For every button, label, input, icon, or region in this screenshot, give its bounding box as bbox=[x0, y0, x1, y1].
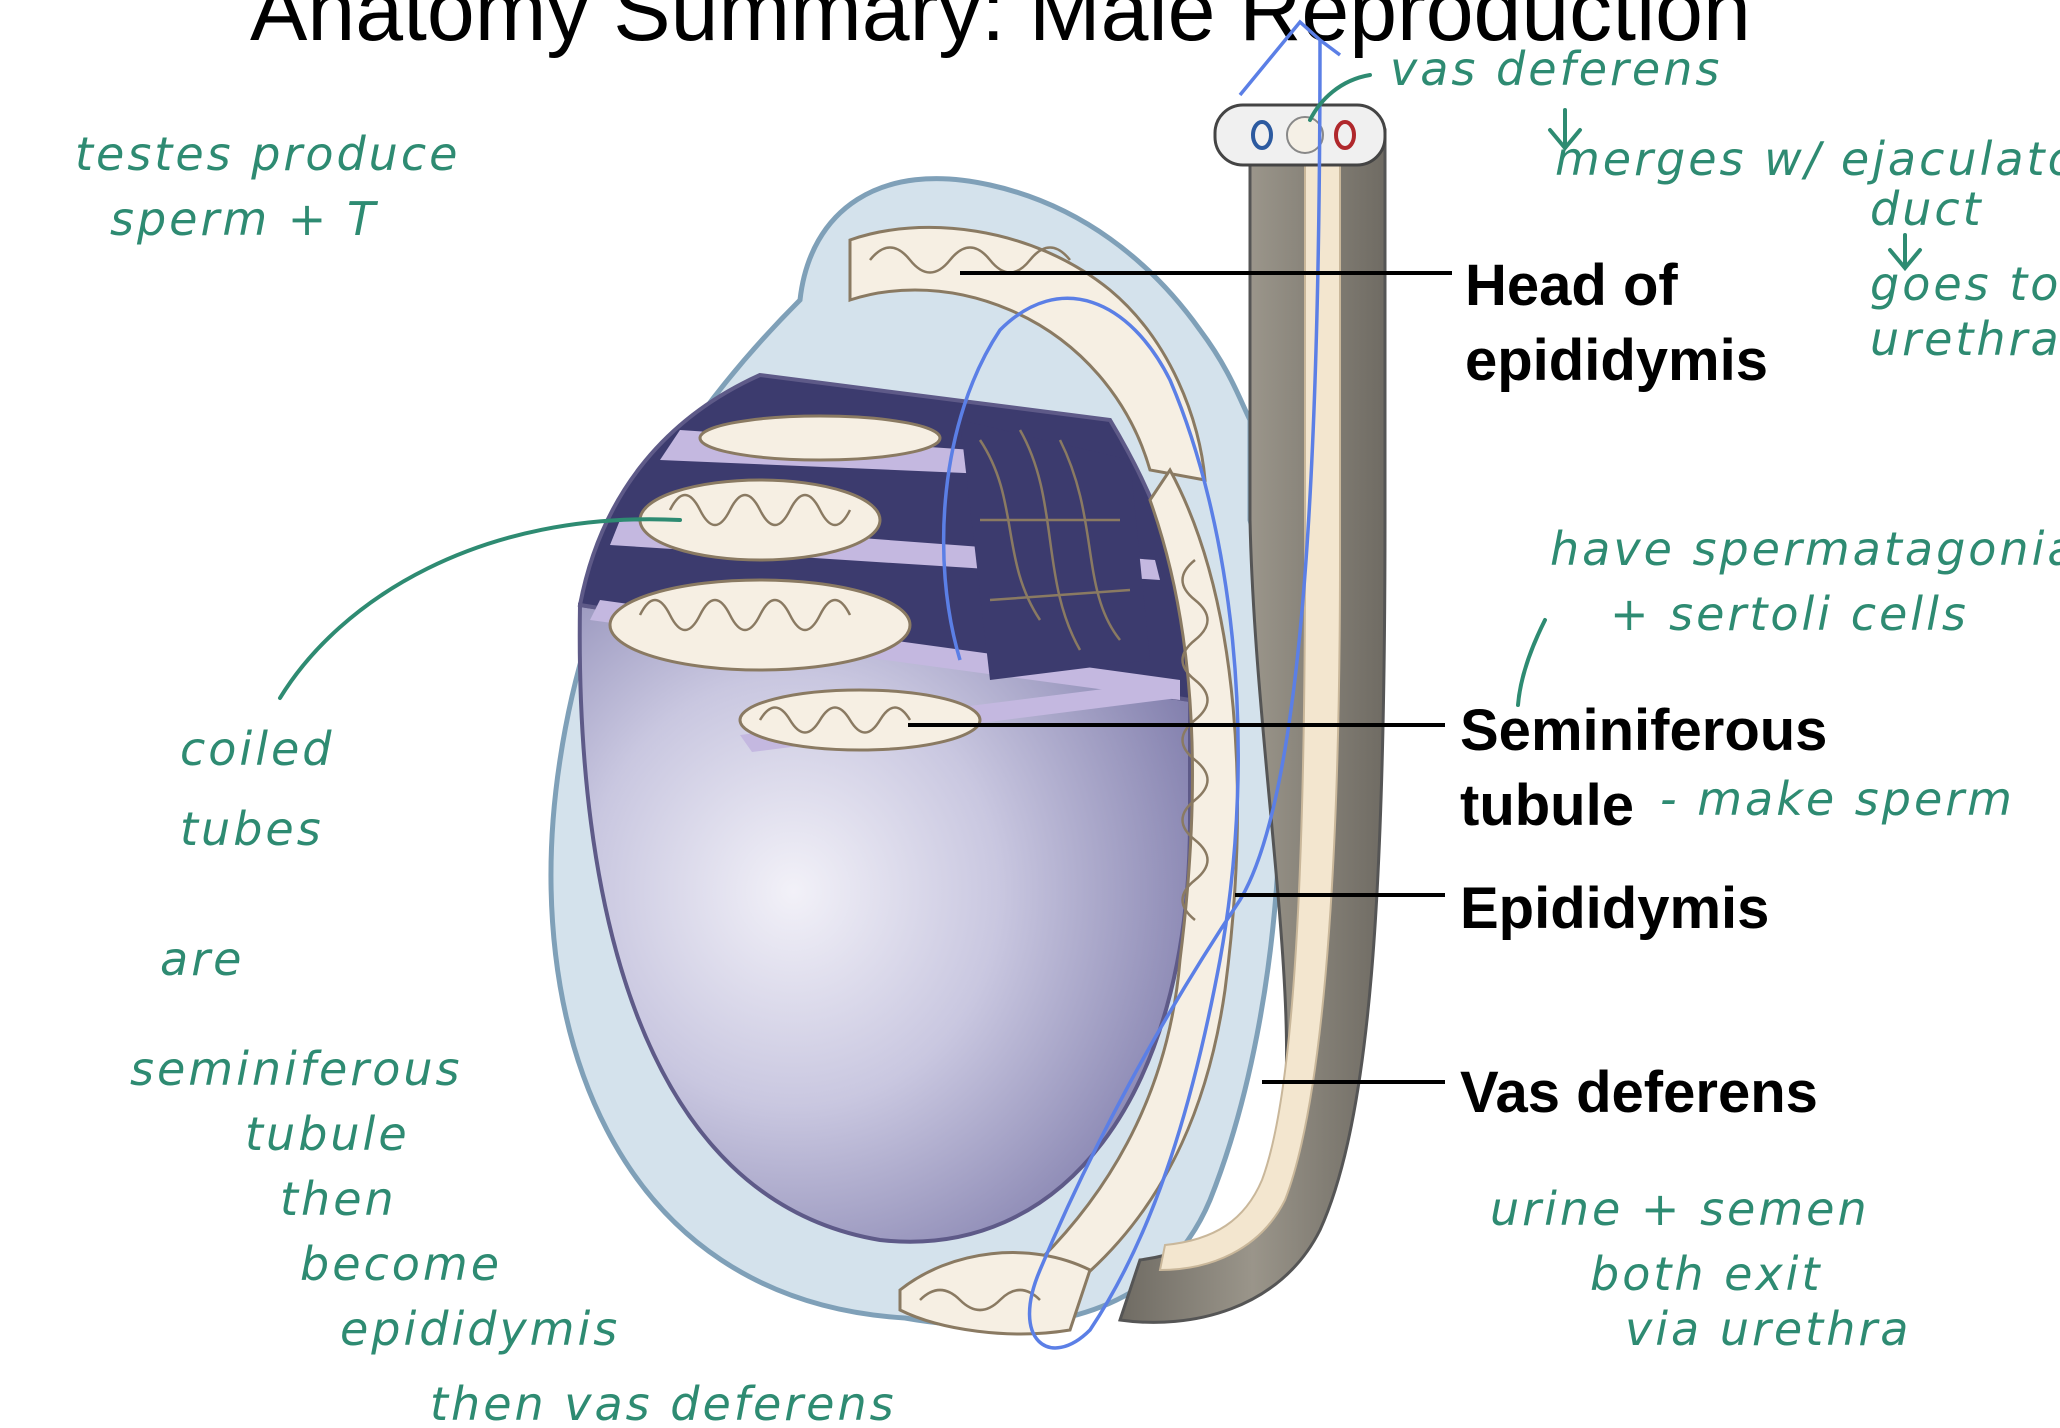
printed-labels: Head of epididymis Seminiferous tubule E… bbox=[1460, 253, 1827, 1125]
ink-arrow-down-1 bbox=[1548, 108, 1582, 152]
label-vas-deferens: Vas deferens bbox=[1460, 1060, 1818, 1125]
note-merges-2: duct bbox=[1870, 182, 1984, 236]
note-coiled-2: tubes bbox=[180, 802, 324, 856]
note-vas-deferens-top: vas deferens bbox=[1390, 42, 1722, 96]
note-are: are bbox=[160, 932, 244, 986]
note-seq-2: tubule bbox=[245, 1107, 410, 1161]
slide-title: Anatomy Summary: Male Reproduction bbox=[250, 0, 1751, 59]
note-urine-3: via urethra bbox=[1625, 1302, 1911, 1356]
seminiferous-tubule-coils bbox=[608, 414, 982, 752]
testis-illustration bbox=[548, 19, 1387, 1350]
handwritten-notes: vas deferens merges w/ ejaculatory duct … bbox=[75, 42, 2060, 1428]
note-have-1: have spermatagonia bbox=[1550, 522, 2060, 576]
note-merges-1: merges w/ ejaculatory bbox=[1555, 132, 2060, 186]
label-seminiferous-2: tubule bbox=[1460, 773, 1634, 838]
rete-testis bbox=[960, 420, 1150, 680]
label-seminiferous-1: Seminiferous bbox=[1460, 698, 1827, 763]
note-coiled-1: coiled bbox=[180, 722, 335, 776]
note-have-2: + sertoli cells bbox=[1610, 587, 1969, 641]
note-urine-1: urine + semen bbox=[1490, 1182, 1870, 1236]
ink-have-connector bbox=[1516, 618, 1547, 707]
note-seq-4: become bbox=[300, 1237, 502, 1291]
note-seq-1: seminiferous bbox=[130, 1042, 462, 1096]
note-seq-5: epididymis bbox=[340, 1302, 620, 1356]
note-goes-to-1: goes to bbox=[1870, 257, 2060, 311]
vas-deferens-strip bbox=[1158, 149, 1341, 1272]
ink-coiled-connector bbox=[278, 517, 682, 700]
note-testes-2: sperm + T bbox=[110, 192, 379, 246]
note-testes-1: testes produce bbox=[75, 127, 460, 181]
vas-cross-section bbox=[1286, 116, 1324, 154]
ink-arrow-down-2 bbox=[1888, 233, 1922, 272]
vessel-blue bbox=[1251, 120, 1273, 150]
ink-arrow-vas-top bbox=[1308, 73, 1372, 122]
note-urine-2: both exit bbox=[1590, 1247, 1823, 1301]
label-head-of-epididymis-1: Head of bbox=[1465, 253, 1678, 318]
leader-lines bbox=[908, 271, 1452, 1084]
note-goes-to-2: urethra bbox=[1870, 312, 2060, 366]
vessel-red bbox=[1334, 120, 1356, 150]
note-seq-3: then bbox=[280, 1172, 397, 1226]
label-epididymis: Epididymis bbox=[1460, 876, 1769, 941]
note-seq-6: then vas deferens bbox=[430, 1377, 897, 1428]
label-head-of-epididymis-2: epididymis bbox=[1465, 328, 1768, 393]
note-make-sperm: - make sperm bbox=[1660, 772, 2015, 826]
sperm-path-trace bbox=[941, 19, 1342, 1350]
